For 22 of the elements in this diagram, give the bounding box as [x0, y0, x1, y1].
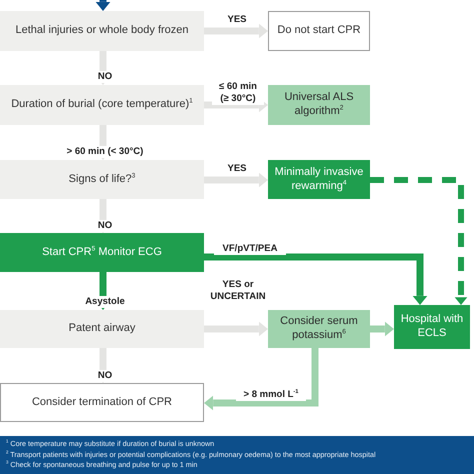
- decision-box: Duration of burial (core temperature)$^{1}$: [0, 85, 204, 125]
- action-box: Consider serum potassium$^{6}$: [268, 310, 370, 348]
- arrow: [204, 24, 268, 38]
- action-box: Hospital with ECLS: [394, 305, 470, 349]
- edge-label: VF/pVT/PEA: [214, 243, 286, 255]
- arrow: [204, 348, 318, 410]
- action-box: Start CPR$^{5}$ Monitor ECG: [0, 233, 204, 272]
- arrow: [370, 322, 394, 336]
- decision-box: Patent airway: [0, 310, 204, 348]
- decision-box: Lethal injuries or whole body frozen: [0, 11, 204, 51]
- arrow: [204, 172, 268, 188]
- arrow: [204, 322, 268, 336]
- edge-label: > 8 mmol L$^{-1}$: [236, 389, 306, 401]
- outcome-box: Do not start CPR: [268, 11, 370, 51]
- dashed-arrow: [370, 177, 468, 305]
- decision-box: Signs of life?$^{3}$: [0, 160, 204, 199]
- outcome-box: Consider termination of CPR: [0, 383, 204, 422]
- edge-label: ≤ 60 min (≥ 30°C): [212, 81, 264, 105]
- arrow: [204, 254, 428, 305]
- action-box: Universal ALS algorithm$^{2}$: [268, 85, 370, 125]
- action-box: Minimally invasive rewarming$^{4}$: [268, 160, 370, 199]
- arrow: [96, 0, 110, 11]
